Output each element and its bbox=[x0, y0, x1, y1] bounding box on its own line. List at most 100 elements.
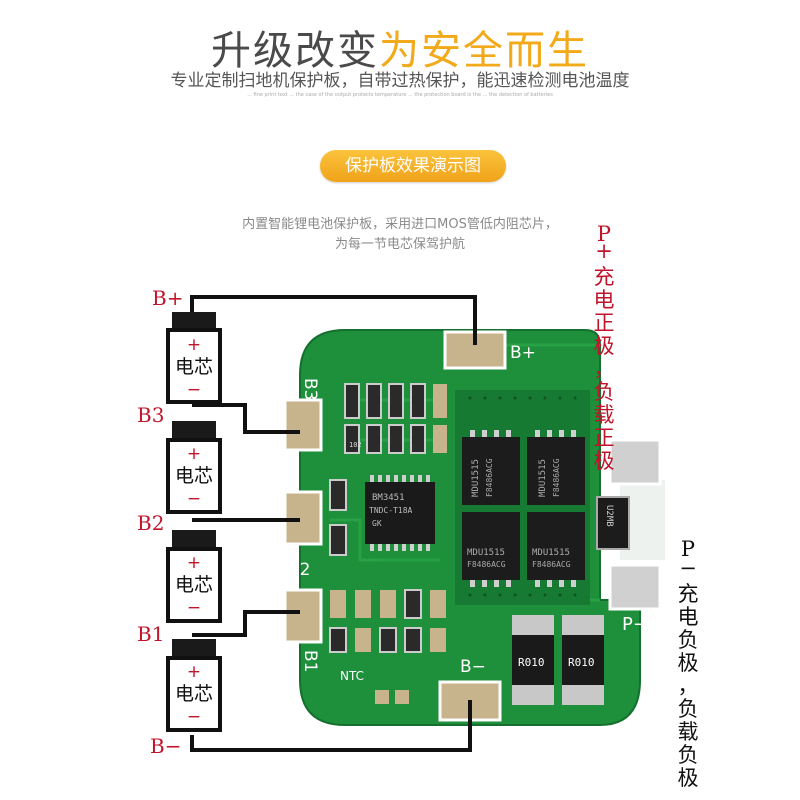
via-dots bbox=[468, 396, 577, 597]
p-minus-char-8: 载 bbox=[678, 720, 699, 744]
shunt-2-label: R010 bbox=[568, 656, 595, 669]
title-part2: 为安全而生 bbox=[379, 28, 589, 74]
mosfet-2 bbox=[527, 437, 585, 505]
p-plus-char-6: ， bbox=[594, 357, 615, 381]
p-minus-char-10: 极 bbox=[678, 766, 699, 790]
battery-cell-4 bbox=[166, 639, 222, 732]
cell-2-plus: + bbox=[187, 444, 201, 464]
title-part1: 升级改变 bbox=[211, 28, 379, 74]
battery-cell-1 bbox=[166, 312, 222, 404]
wire-b3 bbox=[192, 403, 300, 434]
mos1-line2: F8486ACG bbox=[485, 458, 494, 497]
silk-b2: B2 bbox=[288, 560, 310, 580]
controller-ic bbox=[365, 475, 435, 551]
smd-components bbox=[329, 383, 447, 653]
p-minus-char-0: P bbox=[681, 537, 695, 561]
ntc-pad-1 bbox=[375, 690, 389, 704]
ic-label-2: TNDC-T18A bbox=[369, 506, 413, 515]
p-plus-char-1: + bbox=[595, 239, 613, 263]
cell-3-name: 电芯 bbox=[175, 574, 213, 596]
wire-b1 bbox=[192, 610, 300, 637]
p-minus-char-5: 极 bbox=[678, 651, 699, 675]
mosfet-4 bbox=[527, 512, 585, 580]
wire-b-plus bbox=[190, 295, 477, 345]
ic-label-1: BM3451 bbox=[372, 493, 405, 503]
silk-b1: B1 bbox=[300, 650, 320, 672]
p-minus-char-2: 充 bbox=[678, 582, 699, 606]
p-plus-char-9: 正 bbox=[594, 426, 615, 450]
p-plus-char-5: 极 bbox=[594, 334, 615, 358]
terminal-b-minus: B− bbox=[150, 734, 181, 758]
battery-stack bbox=[166, 312, 222, 732]
wiring bbox=[190, 295, 477, 752]
subtitle: 专业定制扫地机保护板，自带过热保护，能迅速检测电池温度 bbox=[170, 71, 630, 91]
resistor-code: 102 bbox=[349, 441, 362, 449]
battery-cell-3 bbox=[166, 530, 222, 623]
shunt-1-body bbox=[512, 635, 554, 685]
p-plus-char-10: 极 bbox=[594, 449, 615, 473]
mos3-line2: F8486ACG bbox=[467, 560, 506, 569]
mos4-line1: MDU1515 bbox=[532, 548, 570, 558]
pad-p-minus bbox=[608, 563, 662, 611]
mos4-line2: F8486ACG bbox=[532, 560, 571, 569]
pad-b3 bbox=[283, 398, 323, 452]
ic-label-3: GK bbox=[372, 519, 382, 528]
p-plus-char-3: 电 bbox=[594, 288, 615, 312]
p-plus-char-8: 载 bbox=[594, 403, 615, 427]
mos2-line1: MDU1515 bbox=[538, 459, 548, 497]
pad-p-minus-label: P− bbox=[622, 614, 648, 635]
battery-cell-2 bbox=[166, 421, 222, 514]
p-minus-char-6: ， bbox=[678, 674, 699, 698]
diode bbox=[596, 496, 630, 550]
p-minus-label: P − 充 电 负 极 ， 负 载 负 极 bbox=[678, 537, 699, 790]
cell-1-plus: + bbox=[187, 335, 201, 355]
fine-print: ... fine print text ... the case of the … bbox=[247, 92, 553, 98]
p-minus-char-9: 负 bbox=[678, 743, 699, 767]
p-minus-char-4: 负 bbox=[678, 628, 699, 652]
p-plus-label: P + 充 电 正 极 ， 负 载 正 极 bbox=[594, 222, 615, 473]
pad-p-plus bbox=[608, 438, 662, 486]
wire-b-minus bbox=[190, 700, 472, 752]
mosfet-array bbox=[462, 430, 585, 587]
terminal-b-plus: B+ bbox=[152, 286, 183, 310]
cell-4-minus: − bbox=[187, 707, 201, 727]
mos1-line1: MDU1515 bbox=[471, 459, 481, 497]
cell-2-name: 电芯 bbox=[175, 465, 213, 487]
mos2-line2: F8486ACG bbox=[552, 458, 561, 497]
description: 内置智能锂电池保护板，采用进口MOS管低内阻芯片， 为每一节电芯保驾护航 bbox=[200, 215, 600, 255]
terminal-b2: B2 bbox=[137, 511, 164, 535]
cell-4-name: 电芯 bbox=[175, 683, 213, 705]
p-minus-char-7: 负 bbox=[678, 697, 699, 721]
pad-b1 bbox=[283, 588, 323, 644]
cell-1-name: 电芯 bbox=[175, 356, 213, 378]
silk-ntc: NTC bbox=[340, 669, 364, 683]
cell-3-plus: + bbox=[187, 553, 201, 573]
silk-b3: B3 bbox=[300, 378, 320, 400]
p-minus-char-1: − bbox=[679, 556, 697, 580]
p-plus-char-0: P bbox=[597, 222, 611, 246]
pad-p-plus-label: P+ bbox=[620, 414, 646, 435]
section-tag: 保护板效果演示图 bbox=[320, 150, 506, 182]
pad-b-minus-label: B− bbox=[460, 657, 486, 677]
cell-4-plus: + bbox=[187, 662, 201, 682]
page-title: 升级改变为安全而生 bbox=[0, 18, 800, 76]
diode-label: U2MB bbox=[604, 505, 614, 527]
cell-2-minus: − bbox=[187, 489, 201, 509]
terminal-b1: B1 bbox=[137, 622, 164, 646]
shunt-2-body bbox=[562, 635, 604, 685]
cell-3-minus: − bbox=[187, 598, 201, 618]
p-plus-char-2: 充 bbox=[594, 265, 615, 289]
shunt-1-label: R010 bbox=[518, 656, 545, 669]
p-plus-char-7: 负 bbox=[594, 380, 615, 404]
pad-b-plus-label: B+ bbox=[510, 343, 536, 363]
description-line2: 为每一节电芯保驾护航 bbox=[334, 237, 465, 252]
mosfet-1 bbox=[462, 437, 520, 505]
mosfet-3 bbox=[462, 512, 520, 580]
p-plus-char-4: 正 bbox=[594, 311, 615, 335]
cell-1-minus: − bbox=[187, 380, 201, 400]
mos3-line1: MDU1515 bbox=[467, 548, 505, 558]
description-line1: 内置智能锂电池保护板，采用进口MOS管低内阻芯片， bbox=[242, 217, 558, 232]
ntc-pad-2 bbox=[395, 690, 409, 704]
terminal-b3: B3 bbox=[137, 403, 164, 427]
